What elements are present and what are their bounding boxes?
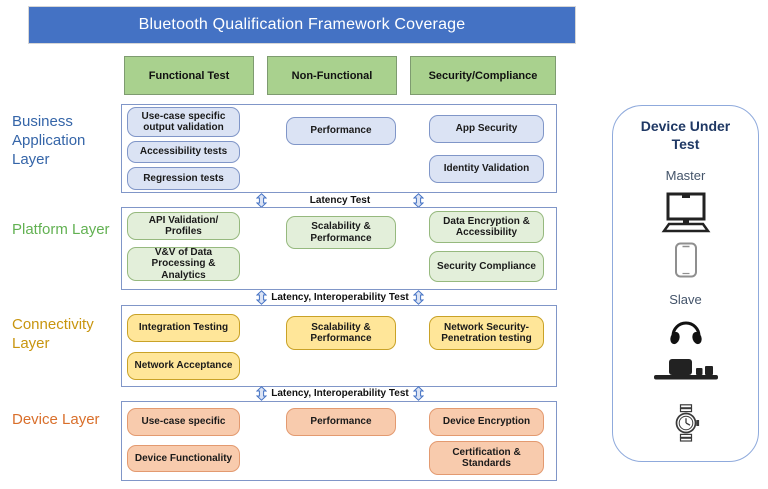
up-down-arrow-icon bbox=[412, 290, 424, 305]
device-under-test-title: Device Under Test bbox=[640, 118, 731, 152]
test-box: Device Encryption bbox=[429, 408, 544, 436]
test-box: Certification & Standards bbox=[429, 441, 544, 475]
test-box: App Security bbox=[429, 115, 544, 143]
test-box: Network Acceptance bbox=[127, 352, 240, 380]
test-box: Scalability & Performance bbox=[286, 316, 396, 350]
connector-label: Latency Test bbox=[309, 195, 371, 206]
up-down-arrow-icon bbox=[256, 290, 267, 305]
role-label-master: Master bbox=[665, 168, 706, 183]
connector-label: Latency, Interoperability Test bbox=[271, 292, 409, 303]
headphones-icon bbox=[668, 314, 704, 351]
test-box: Use-case specific output validation bbox=[127, 107, 240, 137]
test-box: Integration Testing bbox=[127, 314, 240, 342]
diagram-title: Bluetooth Qualification Framework Covera… bbox=[28, 6, 576, 44]
test-box: API Validation/ Profiles bbox=[127, 212, 240, 240]
smart-speaker-icon bbox=[653, 358, 719, 387]
up-down-arrow-icon bbox=[256, 386, 267, 401]
test-box: Data Encryption & Accessibility bbox=[429, 211, 544, 243]
up-down-arrow-icon bbox=[256, 193, 267, 208]
test-box: Performance bbox=[286, 408, 396, 436]
role-label-slave: Slave bbox=[669, 292, 702, 307]
test-box: Scalability & Performance bbox=[286, 216, 396, 249]
test-box: Accessibility tests bbox=[127, 141, 240, 163]
test-box: Use-case specific bbox=[127, 408, 240, 436]
smartphone-icon bbox=[674, 242, 697, 283]
column-header-functional-test: Functional Test bbox=[124, 56, 254, 95]
connector-latency-test: Latency Test bbox=[256, 193, 424, 208]
test-box: Performance bbox=[286, 117, 396, 145]
test-box: Device Functionality bbox=[127, 445, 240, 472]
column-header-security-compliance: Security/Compliance bbox=[410, 56, 556, 95]
up-down-arrow-icon bbox=[412, 193, 424, 208]
layer-label-platform: Platform Layer bbox=[12, 221, 110, 238]
up-down-arrow-icon bbox=[412, 386, 424, 401]
test-box: Security Compliance bbox=[429, 251, 544, 282]
column-header-non-functional: Non-Functional bbox=[267, 56, 397, 95]
device-under-test-panel: Device Under Test Master Slave bbox=[612, 105, 759, 462]
connector-latency-interoperability: Latency, Interoperability Test bbox=[256, 290, 424, 305]
layer-label-device: Device Layer bbox=[12, 411, 100, 428]
desktop-computer-icon bbox=[660, 192, 712, 239]
test-box: Identity Validation bbox=[429, 155, 544, 183]
smartwatch-icon bbox=[672, 404, 700, 447]
test-box: V&V of Data Processing & Analytics bbox=[127, 247, 240, 281]
test-box: Network Security- Penetration testing bbox=[429, 316, 544, 350]
connector-latency-interoperability: Latency, Interoperability Test bbox=[256, 386, 424, 401]
layer-label-business-application: Business Application Layer bbox=[12, 113, 86, 168]
connector-label: Latency, Interoperability Test bbox=[271, 388, 409, 399]
layer-label-connectivity: Connectivity Layer bbox=[12, 316, 94, 352]
test-box: Regression tests bbox=[127, 167, 240, 190]
